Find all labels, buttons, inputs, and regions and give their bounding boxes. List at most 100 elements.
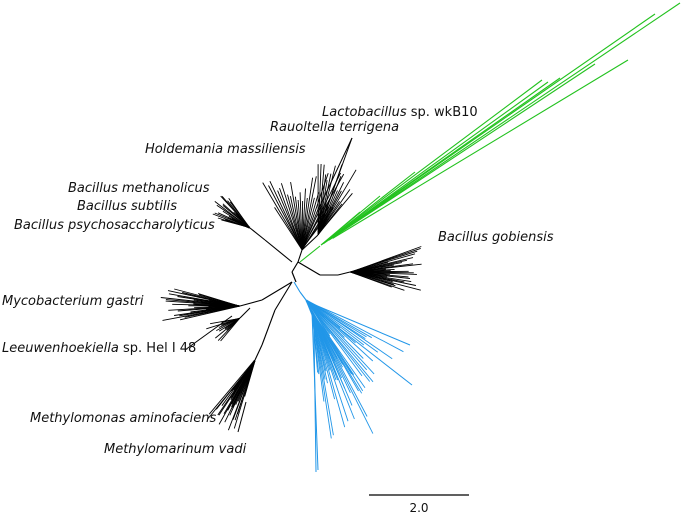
- blue-clade-a-tip: [306, 299, 364, 392]
- green-tip: [328, 2, 681, 241]
- blue-clade-a-tip: [306, 300, 375, 375]
- label-bacillus-methanolicus: Bacillus methanolicus: [68, 181, 210, 196]
- label-mycobacterium: Mycobacterium gastri: [2, 294, 144, 309]
- blue-clade-b-tip: [311, 312, 325, 402]
- upper-clade-tip: [274, 207, 303, 251]
- green-clade-branches: [299, 2, 681, 263]
- blue-clade-b-tip: [311, 311, 366, 389]
- methyl-clade-stem: [254, 344, 263, 361]
- blue-clade-branches: [293, 281, 413, 473]
- label-mycobacterium-italic: Mycobacterium gastri: [2, 294, 144, 309]
- label-lactobacillus-plain: sp. wkB10: [407, 105, 478, 120]
- upper-clade-tip: [269, 181, 303, 250]
- myco-clade-stem: [239, 299, 263, 307]
- scale-bar-label: 2.0: [409, 501, 428, 515]
- label-bacillus-gobiensis-italic: Bacillus gobiensis: [438, 230, 554, 245]
- rauoltella-branch: [317, 137, 353, 233]
- label-methylomarinum-italic: Methylomarinum vadi: [104, 442, 247, 457]
- label-rauoltella: Rauoltella terrigena: [270, 120, 399, 135]
- label-bacillus-psychosaccharolyticus-italic: Bacillus psychosaccharolyticus: [14, 218, 215, 233]
- green-tip: [320, 211, 361, 246]
- upper-clade-tip: [301, 197, 315, 250]
- label-leeuwenhoekiella: Leeuwenhoekiella sp. Hel I 48: [2, 341, 196, 356]
- upper-clade-tip: [262, 182, 303, 250]
- leader-methylomarinum: [237, 401, 247, 433]
- green-tip: [330, 81, 549, 239]
- blue-clade-b-stem: [305, 299, 313, 313]
- bacillus-clade-tip: [227, 200, 250, 228]
- methyl-stem: [274, 281, 293, 311]
- myco-stem: [261, 281, 293, 301]
- blue-long-tip: [313, 329, 317, 473]
- blue-clade-a-tip: [306, 300, 379, 353]
- upper-clade-tip: [289, 196, 303, 250]
- label-bacillus-subtilis: Bacillus subtilis: [77, 199, 177, 214]
- blue-stem: [293, 281, 301, 293]
- bacillus-clade-stem: [249, 227, 266, 241]
- blue-clade-a-tip: [305, 299, 374, 362]
- blue-clade-a-stem: [299, 291, 307, 301]
- green-tip: [328, 63, 596, 241]
- upper-clade-right-tip: [317, 189, 351, 235]
- label-methylomonas: Methylomonas aminofaciens: [30, 411, 217, 426]
- leeuwen-clade-stem: [239, 307, 251, 319]
- label-leeuwenhoekiella-italic: Leeuwenhoekiella: [2, 341, 119, 356]
- upper-clade-tip: [301, 192, 320, 250]
- leader-leeuwenhoekiella: [184, 315, 233, 351]
- gobiensis-clade-tip: [350, 271, 392, 288]
- root-branch: [297, 261, 321, 276]
- methyl-clade-tip: [223, 360, 255, 414]
- upper-clade-right-tip: [317, 163, 322, 236]
- blue-long-tip: [307, 301, 411, 346]
- label-holdemania-italic: Holdemania massiliensis: [145, 142, 306, 157]
- label-methylomarinum: Methylomarinum vadi: [104, 442, 247, 457]
- blue-long-tip: [307, 303, 413, 386]
- green-tip: [332, 59, 629, 239]
- label-rauoltella-italic: Rauoltella terrigena: [270, 120, 399, 135]
- upper-clade-right-stem: [301, 234, 319, 251]
- myco-clade-tip: [197, 293, 240, 307]
- upper-clade-right-tip: [317, 193, 353, 235]
- gobiensis-clade-stem: [337, 271, 351, 276]
- bacillus-clade-tip: [228, 197, 250, 228]
- root-branch: [291, 271, 297, 283]
- upper-clade-tip: [301, 177, 314, 249]
- label-bacillus-psychosaccharolyticus: Bacillus psychosaccharolyticus: [14, 218, 215, 233]
- blue-clade-b-tip: [311, 312, 353, 406]
- blue-clade-a-tip: [305, 300, 368, 371]
- label-holdemania: Holdemania massiliensis: [145, 142, 306, 157]
- green-tip: [327, 79, 543, 241]
- label-leeuwenhoekiella-plain: sp. Hel I 48: [119, 341, 196, 356]
- blue-clade-b-tip: [311, 312, 319, 373]
- gobiensis-clade-tip: [351, 271, 396, 287]
- bacillus-clade-tip: [214, 201, 250, 229]
- green-tip: [323, 171, 416, 244]
- upper-clade-right-tip: [317, 169, 357, 235]
- label-lactobacillus-italic: Lactobacillus: [322, 105, 407, 120]
- scale-bar: 2.0: [369, 494, 469, 515]
- leeuwen-clade-tip: [206, 318, 240, 330]
- upper-clade-stem: [297, 249, 303, 263]
- upper-clade-tip: [279, 187, 303, 250]
- blue-clade-a-tip: [306, 299, 404, 353]
- methyl-clade-tip: [207, 360, 256, 420]
- blue-clade-a-tip: [306, 299, 393, 360]
- label-lactobacillus: Lactobacillus sp. wkB10: [322, 105, 478, 120]
- methyl-clade-tip: [227, 360, 256, 431]
- upper-clade-tip: [301, 176, 317, 250]
- label-methylomonas-italic: Methylomonas aminofaciens: [30, 411, 217, 426]
- label-bacillus-gobiensis: Bacillus gobiensis: [438, 230, 554, 245]
- root-branch: [291, 261, 299, 273]
- green-stem: [299, 245, 321, 263]
- bacillus-stem: [264, 239, 293, 263]
- label-leader-lines: [184, 137, 353, 433]
- leeuwen-clade-tip: [218, 317, 241, 332]
- gobiensis-clade-tip: [349, 250, 418, 273]
- methyl-clade-tip: [208, 359, 255, 415]
- label-bacillus-methanolicus-italic: Bacillus methanolicus: [68, 181, 210, 196]
- methyl-stem: [261, 309, 276, 346]
- green-tip: [322, 189, 401, 245]
- blue-clade-b-tip: [311, 312, 346, 428]
- leader-rauoltella: [317, 137, 353, 211]
